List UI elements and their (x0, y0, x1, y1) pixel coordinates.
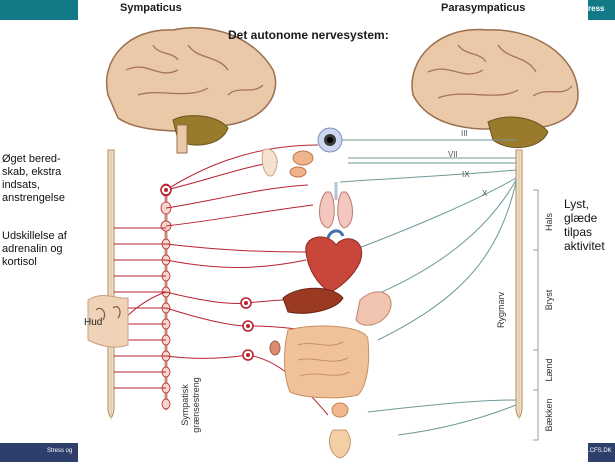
sympathetic-spine (108, 150, 114, 420)
kidney-image (270, 341, 280, 355)
sympathetic-label: Sympaticus (120, 2, 182, 14)
cranial-nerve-ix: IX (462, 170, 470, 179)
chain-label-line1: Sympatisk (180, 384, 190, 426)
region-brackets (533, 190, 538, 440)
footer-right-text: .CFS.DK (588, 448, 612, 454)
stomach-image (356, 292, 391, 325)
left-text-effort: Øget bered- skab, ekstra indsats, anstre… (2, 153, 65, 205)
sympathetic-chain (161, 184, 171, 410)
left-text-hormones: Udskillelse af adrenalin og kortisol (2, 230, 67, 269)
parasympathetic-spine (516, 150, 522, 420)
spinal-cord-label: Rygmarv (496, 292, 506, 329)
cranial-nerve-vii: VII (448, 150, 458, 159)
sympathetic-dots (164, 188, 250, 357)
genitals-image (329, 430, 350, 458)
cranial-nerve-x: X (482, 189, 488, 198)
lungs-image (320, 182, 353, 228)
footer-left-text: Stress og (47, 448, 72, 454)
parasympathetic-label: Parasympaticus (441, 2, 525, 14)
right-brain-image (412, 30, 578, 148)
region-label-baekken: Bækken (544, 398, 554, 431)
bladder-image (332, 403, 348, 417)
parasympathetic-nerves (338, 140, 516, 435)
autonomic-diagram: Hals Bryst Lænd Bækken Rygmarv Sympatisk… (78, 0, 588, 462)
intestines-image (284, 326, 368, 398)
salivary-glands-image (262, 149, 313, 177)
region-label-bryst: Bryst (544, 289, 554, 310)
heart-image (306, 231, 362, 292)
diagram-title: Det autonome nervesystem: (228, 28, 389, 42)
sympathetic-ganglion-markers (161, 185, 253, 360)
liver-image (283, 288, 343, 313)
region-label-laend: Lænd (544, 358, 554, 381)
cranial-nerve-iii: III (461, 129, 468, 138)
chain-label-line2: grænsestreng (191, 377, 201, 433)
skin-label: Hud (84, 317, 102, 328)
right-text-pleasure: Lyst, glæde tilpas aktivitet (564, 197, 605, 253)
header-tag: ress (588, 4, 604, 13)
region-label-hals: Hals (544, 213, 554, 232)
eye-image (318, 128, 342, 152)
left-brain-image (107, 28, 276, 153)
